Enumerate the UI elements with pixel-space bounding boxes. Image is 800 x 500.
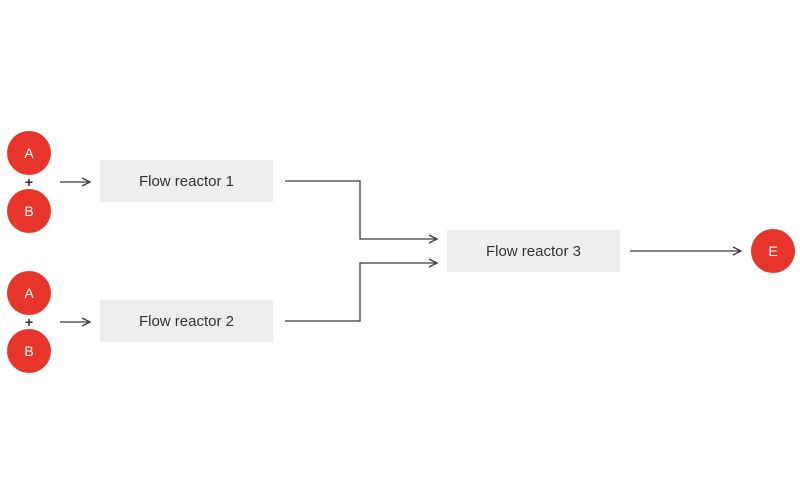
- reactant-a-node-2: A: [7, 271, 51, 315]
- reactor-1-to-reactor-3-connector: [285, 180, 437, 239]
- flow-reactor-3-label: Flow reactor 3: [485, 242, 582, 260]
- reactant-a-label-1: A: [24, 145, 34, 161]
- reactant-b-label-1: B: [24, 203, 34, 219]
- product-e-label: E: [768, 243, 778, 259]
- reactant-a-label-2: A: [24, 285, 34, 301]
- flow-reactor-2-label: Flow reactor 2: [138, 312, 235, 330]
- reactant-a-node-1: A: [7, 131, 51, 175]
- product-e-node: E: [751, 229, 795, 273]
- flow-reactor-3-box: Flow reactor 3: [447, 230, 620, 272]
- reactor-2-to-reactor-3-connector: [285, 263, 437, 322]
- plus-sign-1: +: [24, 174, 34, 190]
- reactant-b-node-1: B: [7, 189, 51, 233]
- reactant-b-label-2: B: [24, 343, 34, 359]
- reactant-b-node-2: B: [7, 329, 51, 373]
- flow-reactor-1-box: Flow reactor 1: [100, 160, 273, 202]
- flow-reactor-2-box: Flow reactor 2: [100, 300, 273, 342]
- plus-sign-2: +: [24, 314, 34, 330]
- flow-reactor-1-label: Flow reactor 1: [138, 172, 235, 190]
